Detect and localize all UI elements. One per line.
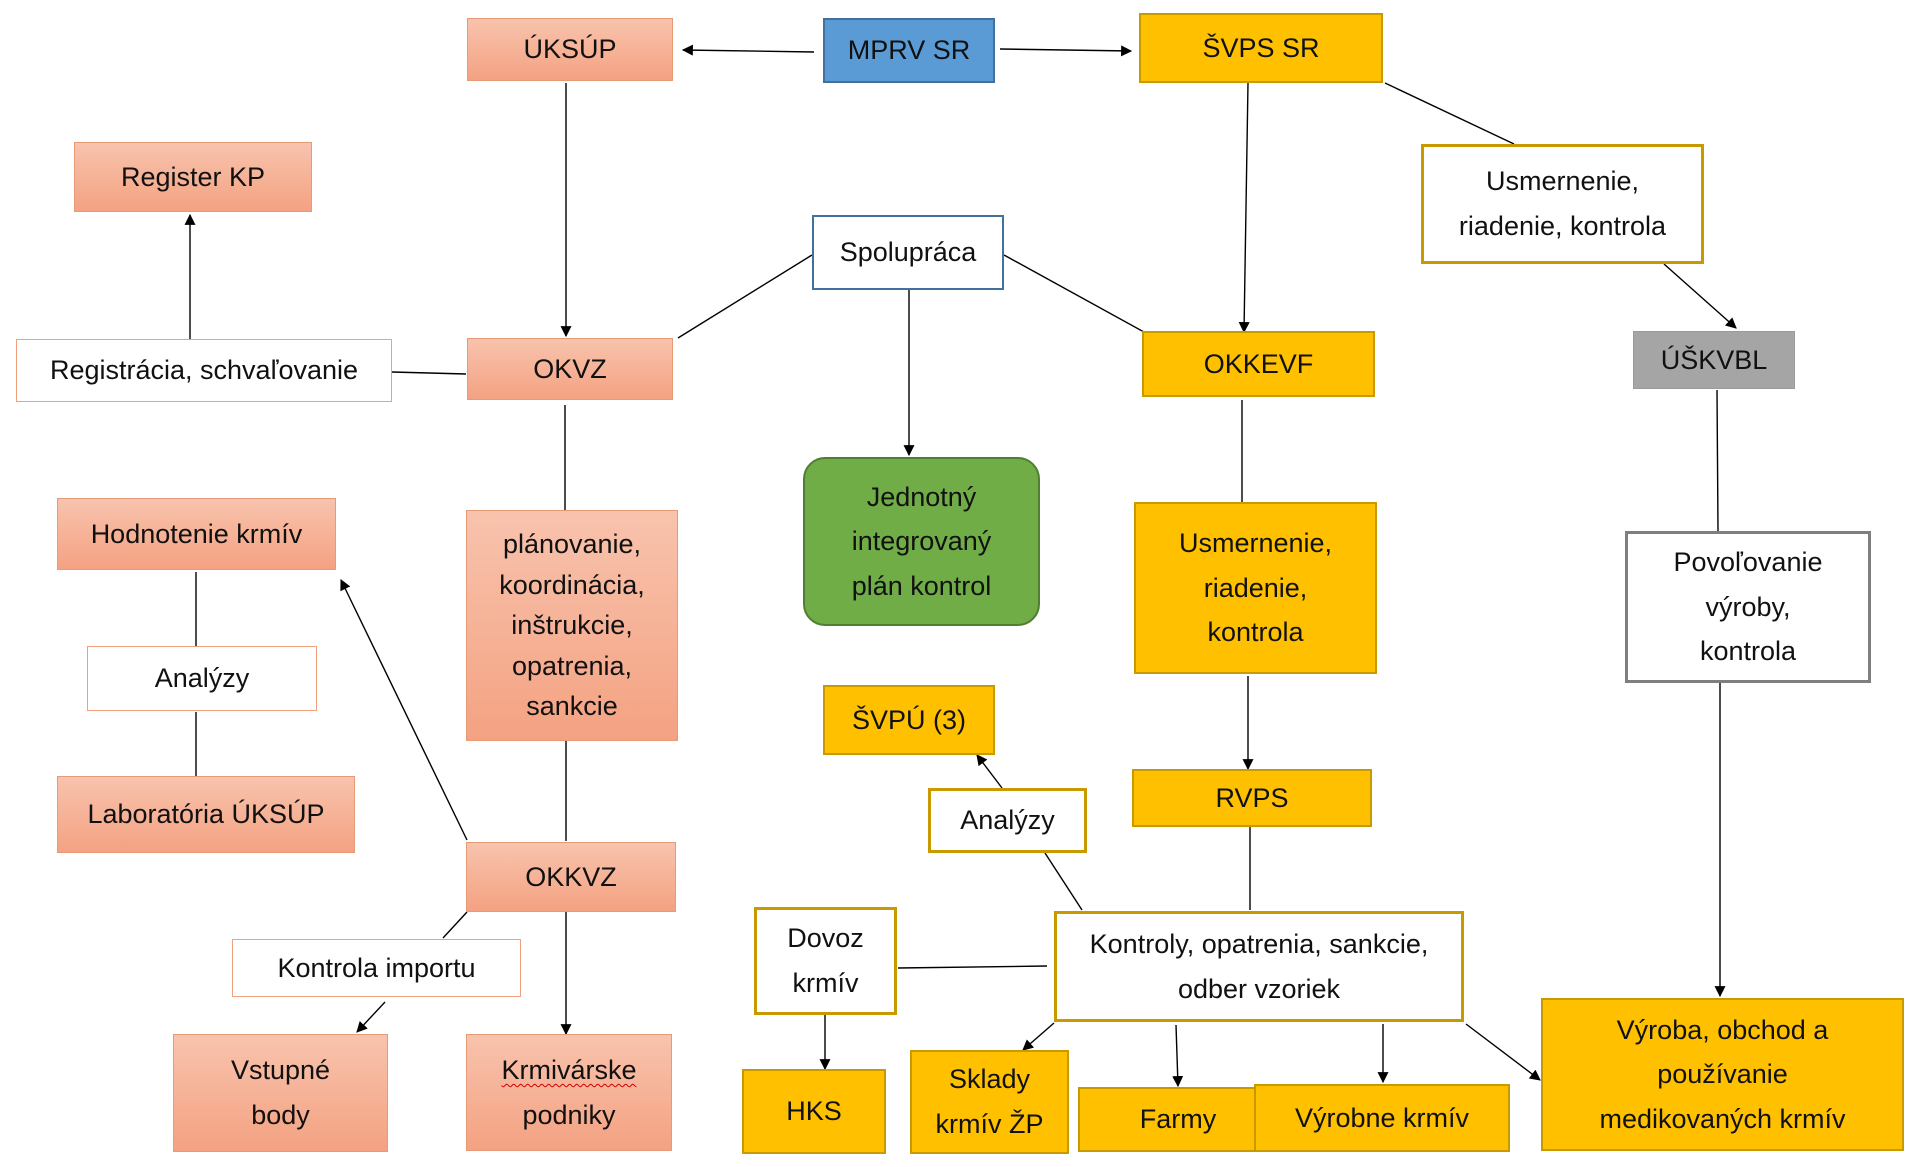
line-okkvz-to-kontrola-importu (442, 911, 468, 939)
arrow-kontroly-to-sklady (1022, 1022, 1055, 1051)
node-vyrobne-krmiv: Výrobne krmív (1254, 1084, 1510, 1152)
node-krmivarske-podniky: Krmivárske podniky (466, 1034, 672, 1151)
arrow-svps-to-okkevf (1238, 82, 1250, 334)
line-uskvbl-to-povolovanie (1716, 389, 1719, 532)
node-analyzy-left: Analýzy (87, 646, 317, 711)
arrow-kontroly-to-farmy (1172, 1024, 1184, 1088)
node-uskvbl: ÚŠKVBL (1633, 331, 1795, 389)
node-povolovanie: Povoľovanie výroby, kontrola (1625, 531, 1871, 683)
node-okkvz: OKKVZ (466, 842, 676, 912)
node-dovoz-krmiv: Dovoz krmív (754, 907, 897, 1015)
line-analyzy-to-kontroly (1044, 852, 1083, 911)
node-analyzy-mid: Analýzy (928, 788, 1087, 853)
node-vstupne-body: Vstupné body (173, 1034, 388, 1152)
node-sklady: Sklady krmív ŽP (910, 1050, 1069, 1154)
node-hodnotenie-krmiv: Hodnotenie krmív (57, 498, 336, 570)
line-registracia-to-okvz (391, 371, 467, 375)
node-usmernenie-top: Usmernenie, riadenie, kontrola (1421, 144, 1704, 264)
arrow-mprv-to-uksup (681, 44, 815, 56)
arrow-kontroly-to-vyroba (1465, 1023, 1541, 1081)
arrow-okkvz-to-hodnotenie (340, 579, 468, 841)
node-svps-sr: ŠVPS SR (1139, 13, 1383, 83)
node-laboratoria: Laboratória ÚKSÚP (57, 776, 355, 853)
arrow-analyzy-to-svpu (976, 754, 1003, 789)
arrow-kontrola-to-vstupne (356, 1001, 386, 1033)
line-spolupraca-to-okkevf (1003, 254, 1145, 333)
node-jednotny-plan: Jednotný integrovaný plán kontrol (803, 457, 1040, 626)
node-planovanie: plánovanie, koordinácia, inštrukcie, opa… (466, 510, 678, 741)
node-okvz: OKVZ (467, 338, 673, 400)
krmivarske-word: Krmivárske (501, 1054, 637, 1085)
node-kontrola-importu: Kontrola importu (232, 939, 521, 997)
krmivarske-rest: podniky (522, 1099, 616, 1130)
node-mprv-sr: MPRV SR (823, 18, 995, 83)
node-farmy: Farmy (1078, 1087, 1278, 1152)
node-spolupraca: Spolupráca (812, 215, 1004, 290)
node-svpu: ŠVPÚ (3) (823, 685, 995, 755)
node-kontroly: Kontroly, opatrenia, sankcie, odber vzor… (1054, 911, 1464, 1022)
node-register-kp: Register KP (74, 142, 312, 212)
line-svps-to-usmernenie (1384, 82, 1515, 145)
line-spolupraca-to-okvz (677, 254, 813, 339)
node-okkevf: OKKEVF (1142, 331, 1375, 397)
arrow-mprv-to-svps (999, 45, 1133, 57)
node-vyroba-obchod: Výroba, obchod a používanie medikovaných… (1541, 998, 1904, 1151)
node-usmernenie-mid: Usmernenie, riadenie, kontrola (1134, 502, 1377, 674)
node-uksup: ÚKSÚP (467, 18, 673, 81)
node-hks: HKS (742, 1069, 886, 1154)
arrow-usm-to-uskvbl (1663, 263, 1737, 329)
node-rvps: RVPS (1132, 769, 1372, 827)
node-registracia: Registrácia, schvaľovanie (16, 339, 392, 402)
line-dovoz-to-kontroly (897, 965, 1048, 969)
